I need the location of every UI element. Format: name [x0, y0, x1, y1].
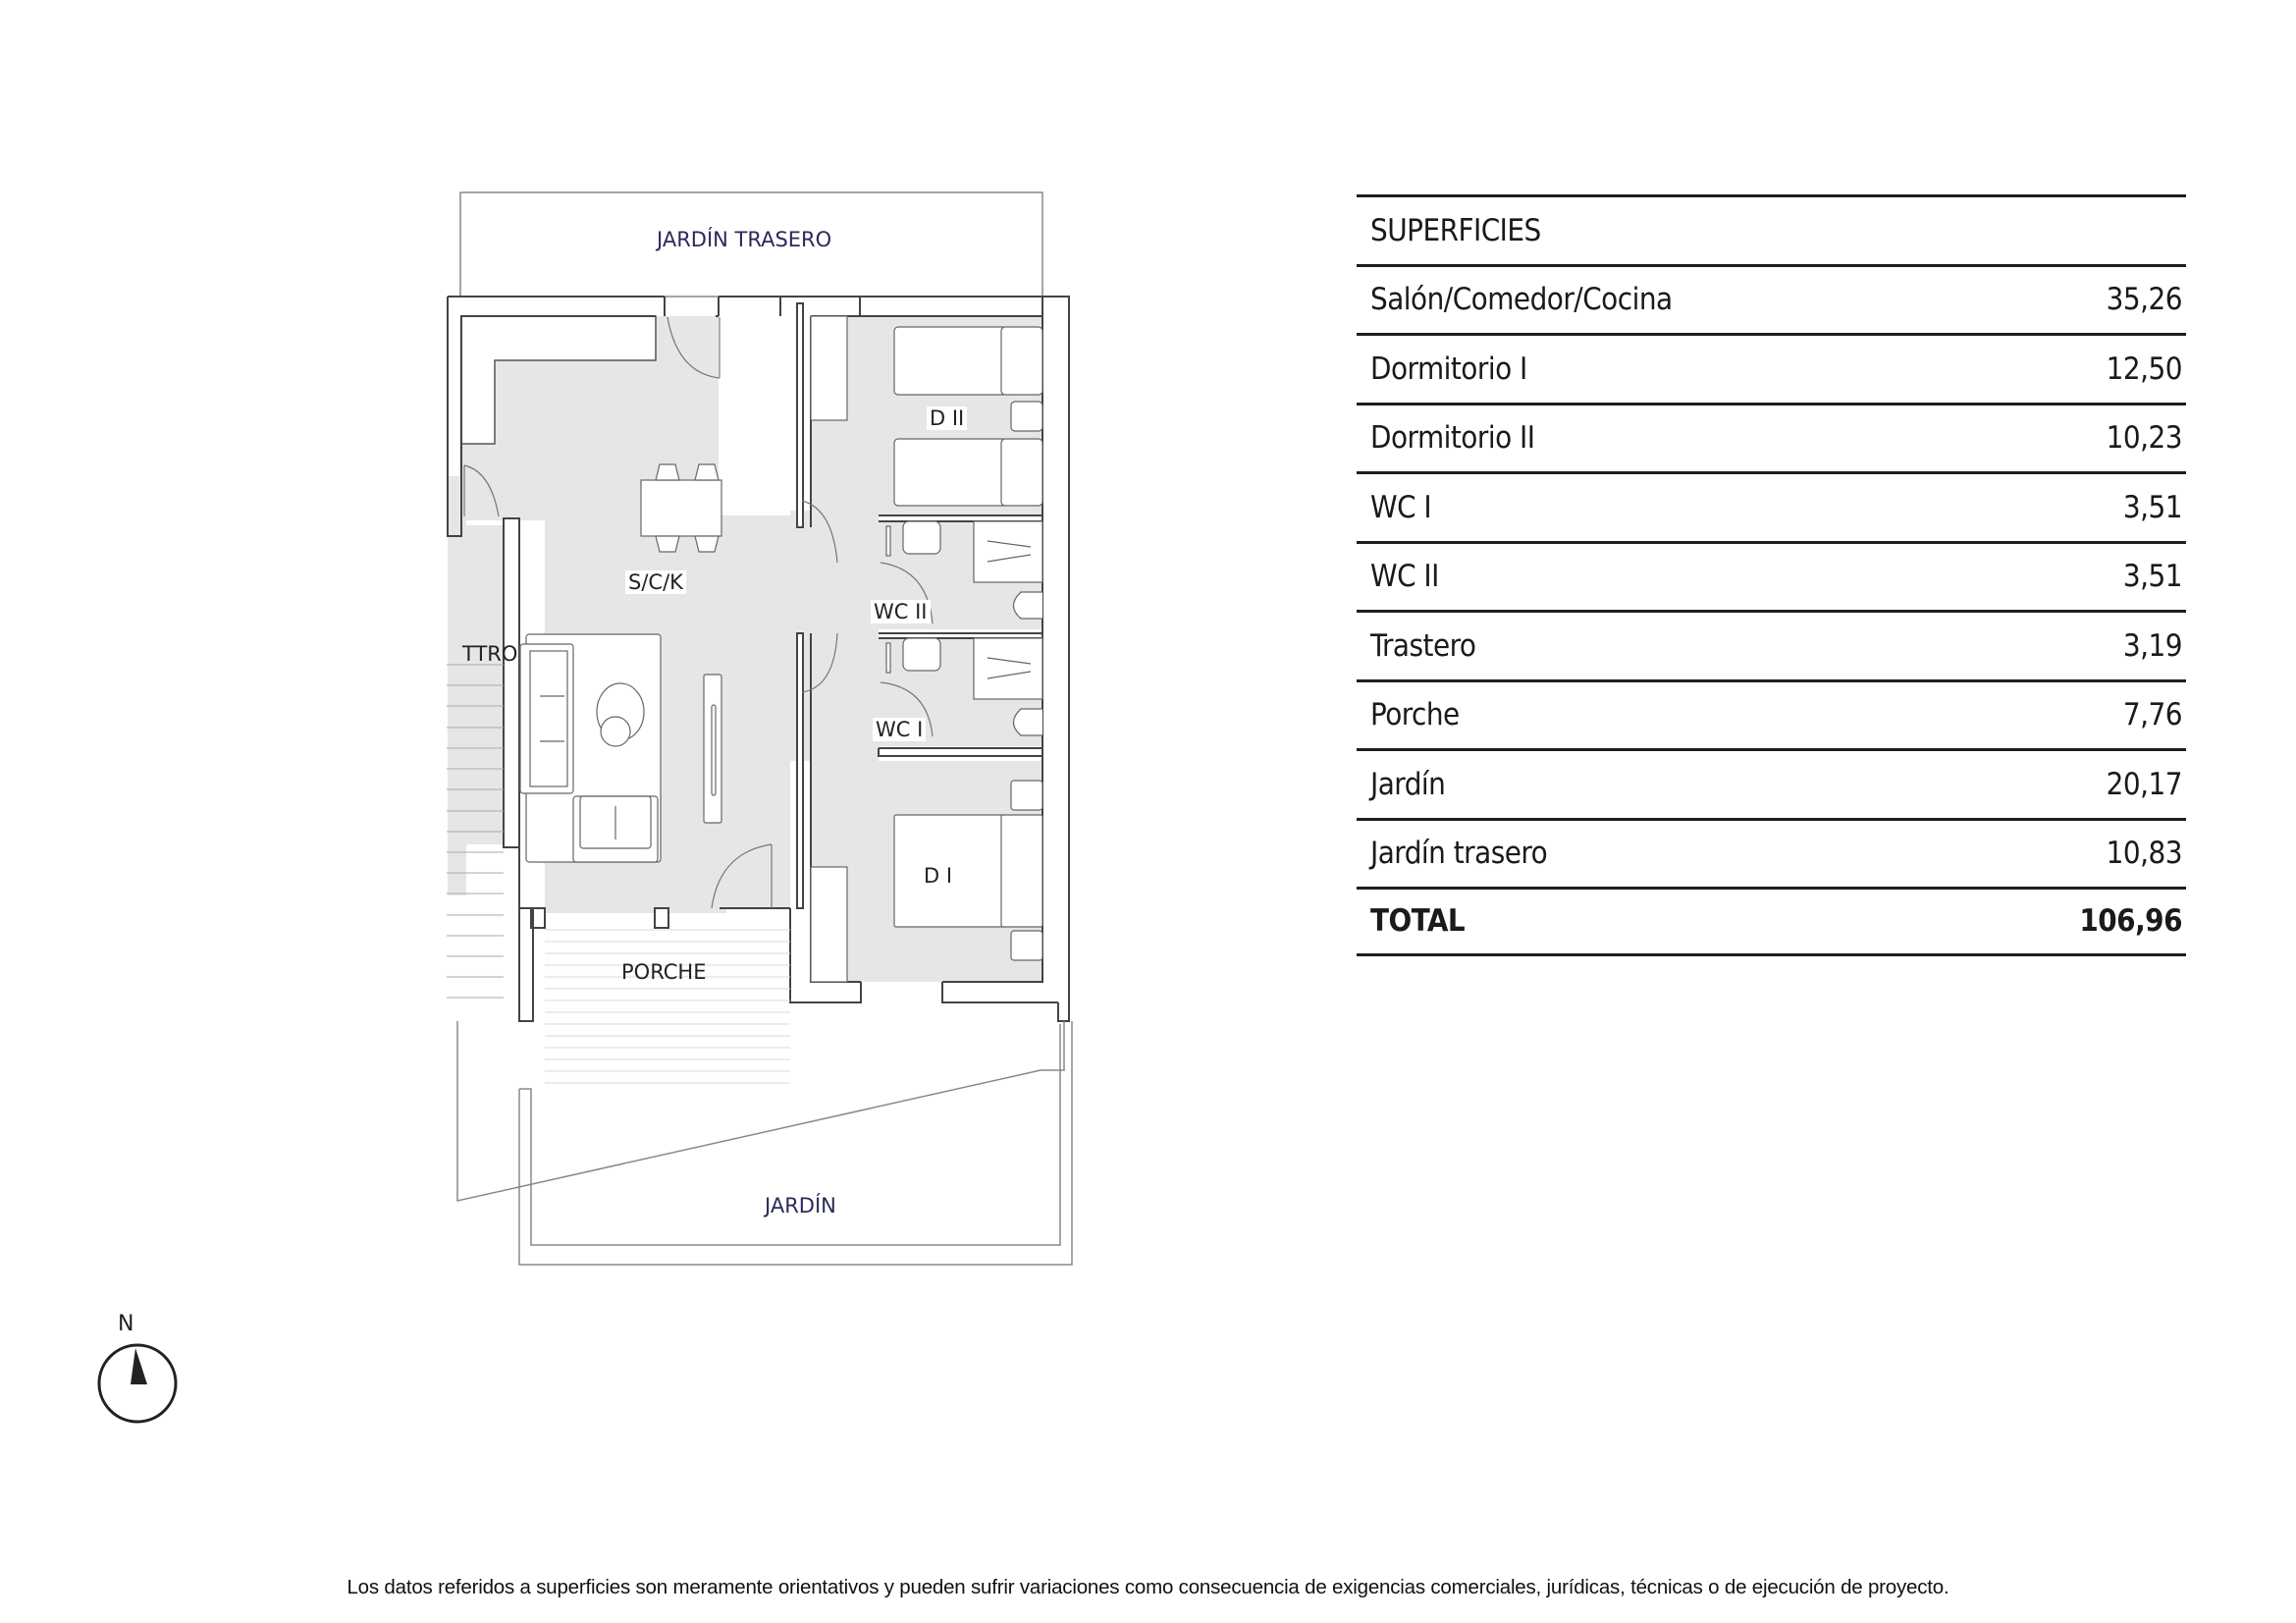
- disclaimer: Los datos referidos a superficies son me…: [347, 1576, 1949, 1598]
- label-bedroom-2: D II: [927, 406, 968, 430]
- row-label: Dormitorio II: [1370, 420, 1535, 457]
- row-value: 12,50: [2106, 351, 2183, 387]
- label-porch: PORCHE: [621, 960, 707, 984]
- table-row: Dormitorio I 12,50: [1357, 333, 2186, 403]
- table-row: WC II 3,51: [1357, 540, 2186, 611]
- row-value: 3,19: [2122, 627, 2183, 664]
- table-row: WC I 3,51: [1357, 471, 2186, 541]
- table-row: Trastero 3,19: [1357, 610, 2186, 679]
- compass: N: [95, 1312, 184, 1424]
- row-label: Trastero: [1370, 627, 1476, 664]
- row-value: 10,23: [2106, 420, 2183, 457]
- row-value: 7,76: [2122, 697, 2183, 733]
- row-value: 3,51: [2122, 559, 2183, 595]
- label-back-garden: JARDÍN TRASERO: [657, 228, 832, 251]
- compass-label: N: [118, 1312, 134, 1336]
- row-value: 3,51: [2122, 489, 2183, 525]
- table-total-row: TOTAL 106,96: [1357, 887, 2186, 956]
- north-arrow-icon: [97, 1343, 178, 1424]
- table-title: SUPERFICIES: [1370, 212, 1541, 248]
- row-label: Salón/Comedor/Cocina: [1370, 282, 1673, 318]
- label-wc-1: WC I: [873, 718, 927, 741]
- floor-plan: [447, 191, 1073, 1266]
- table-row: Jardín trasero 10,83: [1357, 817, 2186, 888]
- table-row: Salón/Comedor/Cocina 35,26: [1357, 263, 2186, 334]
- label-bedroom-1: D I: [924, 864, 953, 888]
- total-value: 106,96: [2079, 903, 2182, 940]
- row-label: Jardín: [1370, 766, 1446, 802]
- row-label: Porche: [1370, 697, 1460, 733]
- table-row: Jardín 20,17: [1357, 748, 2186, 818]
- row-label: WC II: [1370, 559, 1439, 595]
- label-storage: TTRO: [462, 642, 518, 666]
- row-label: Dormitorio I: [1370, 351, 1527, 387]
- label-garden: JARDÍN: [765, 1194, 836, 1217]
- row-value: 35,26: [2106, 282, 2183, 318]
- row-label: WC I: [1370, 489, 1432, 525]
- table-header: SUPERFICIES: [1357, 194, 2186, 264]
- areas-table: SUPERFICIES Salón/Comedor/Cocina 35,26 Do…: [1357, 194, 2186, 956]
- row-value: 10,83: [2106, 836, 2183, 872]
- row-value: 20,17: [2106, 766, 2183, 802]
- label-living-kitchen: S/C/K: [625, 570, 686, 594]
- table-row: Dormitorio II 10,23: [1357, 402, 2186, 472]
- row-label: Jardín trasero: [1370, 836, 1548, 872]
- corridor-floor: [790, 511, 879, 761]
- label-wc-2: WC II: [871, 600, 931, 623]
- table-row: Porche 7,76: [1357, 678, 2186, 749]
- total-label: TOTAL: [1370, 903, 1466, 940]
